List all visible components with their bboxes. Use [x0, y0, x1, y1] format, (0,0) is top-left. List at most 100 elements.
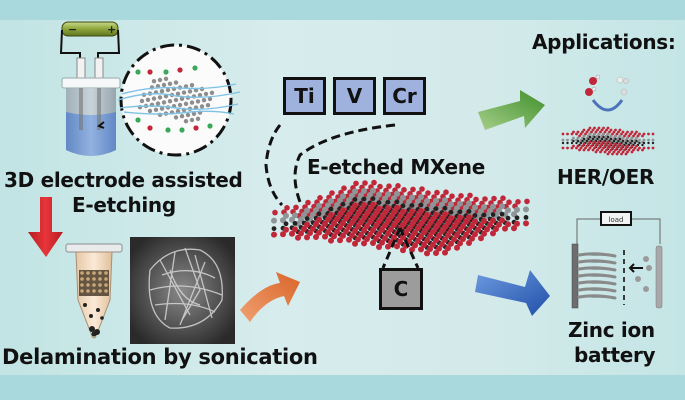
carbon-atom	[313, 207, 319, 214]
orange-arrow	[240, 272, 300, 322]
metal-atom	[597, 135, 601, 139]
lattice-atom	[177, 102, 183, 108]
termination-atom	[617, 144, 620, 148]
lattice-atom	[157, 112, 163, 118]
termination-atom	[596, 128, 599, 132]
termination-atom	[391, 209, 397, 216]
lattice-atom	[167, 81, 173, 87]
termination-atom	[329, 190, 335, 196]
termination-atom	[620, 152, 623, 156]
termination-atom	[334, 216, 340, 222]
metal-atom	[618, 137, 622, 141]
carbon-atom	[576, 136, 580, 140]
termination-atom	[376, 218, 382, 225]
metal-atom	[328, 206, 334, 212]
termination-atom	[352, 202, 358, 209]
termination-atom	[421, 216, 427, 223]
lattice-atom	[175, 109, 181, 114]
termination-atom	[629, 132, 632, 136]
termination-atom	[570, 132, 574, 136]
termination-atom	[370, 214, 376, 221]
termination-atom	[576, 144, 580, 148]
carbon-atom	[514, 206, 520, 213]
app2-label-line1: Zinc ion	[568, 318, 655, 342]
termination-atom	[430, 228, 436, 235]
termination-atom	[597, 140, 601, 144]
termination-atom	[334, 228, 340, 235]
termination-atom	[605, 128, 608, 132]
metal-atom	[481, 212, 487, 218]
carbon-atom	[283, 212, 289, 219]
carbon-atom	[597, 132, 601, 136]
termination-atom	[585, 144, 589, 148]
metal-atom	[587, 137, 590, 141]
termination-atom	[409, 221, 415, 228]
magnified-view-circle	[117, 43, 241, 157]
termination-atom	[626, 144, 629, 148]
termination-atom	[599, 130, 602, 134]
metal-atom	[575, 141, 578, 145]
termination-atom	[427, 233, 433, 240]
ion-atom	[179, 127, 185, 133]
mxene-flakes	[80, 271, 108, 293]
lattice-atom	[183, 84, 189, 89]
termination-atom	[301, 226, 307, 232]
termination-atom	[617, 150, 620, 154]
termination-atom	[346, 211, 352, 218]
termination-atom	[394, 217, 400, 224]
termination-atom	[600, 142, 604, 146]
carbon-atom	[361, 188, 367, 194]
element-box-v: V	[333, 77, 376, 115]
termination-atom	[615, 132, 619, 136]
termination-atom	[629, 146, 632, 150]
termination-atom	[424, 224, 430, 231]
termination-atom	[409, 208, 415, 215]
carbon-atom	[400, 194, 406, 201]
termination-atom	[436, 232, 442, 239]
termination-atom	[515, 199, 521, 205]
carbon-atom	[478, 208, 484, 215]
lattice-atom	[197, 93, 203, 98]
termination-atom	[615, 146, 619, 150]
termination-atom	[605, 148, 608, 152]
termination-atom	[591, 128, 595, 132]
metal-atom	[621, 139, 625, 143]
termination-atom	[346, 224, 352, 230]
carbon-atom	[572, 136, 575, 140]
termination-atom	[391, 222, 397, 228]
termination-atom	[355, 223, 361, 230]
termination-atom	[621, 144, 625, 148]
termination-atom	[325, 216, 331, 223]
flake	[92, 289, 96, 293]
lattice-atom	[161, 82, 167, 88]
termination-atom	[469, 235, 475, 242]
termination-atom	[632, 134, 635, 138]
lattice-atom	[195, 116, 201, 122]
termination-atom	[400, 221, 406, 228]
step2-label: Delamination by sonication	[2, 345, 318, 369]
termination-atom	[584, 132, 587, 136]
carbon-atom	[328, 198, 334, 204]
fiber	[123, 110, 235, 115]
termination-atom	[439, 215, 445, 222]
termination-atom	[602, 140, 605, 144]
termination-atom	[611, 132, 614, 136]
termination-atom	[593, 140, 596, 144]
metal-atom	[626, 139, 629, 143]
flake	[80, 271, 84, 275]
carbon-atom	[391, 195, 397, 202]
termination-atom	[425, 190, 431, 196]
metal-atom	[641, 143, 644, 147]
termination-atom	[466, 214, 472, 221]
lattice-atom	[145, 97, 151, 103]
termination-atom	[594, 144, 598, 148]
lattice-atom	[179, 114, 185, 119]
termination-atom	[349, 219, 355, 226]
termination-atom	[316, 229, 322, 236]
termination-atom	[632, 148, 635, 152]
termination-atom	[467, 192, 473, 199]
metal-atom	[292, 221, 298, 226]
termination-atom	[579, 132, 583, 136]
carbon-atom	[358, 192, 364, 199]
